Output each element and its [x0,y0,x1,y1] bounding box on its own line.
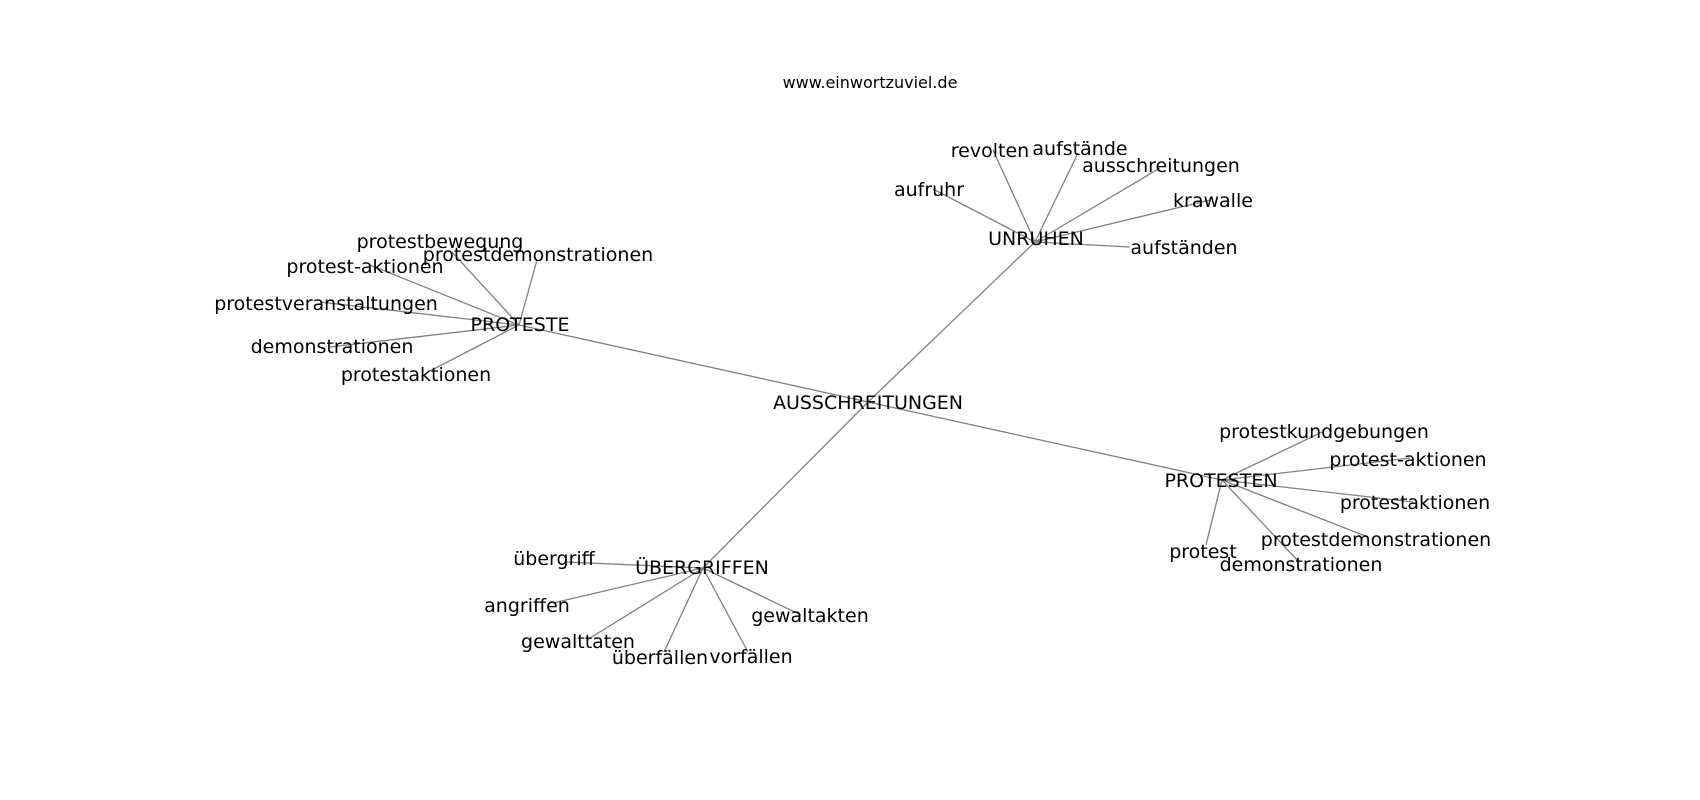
word-node-label: demonstrationen [1220,554,1383,576]
word-node-label: gewaltakten [751,605,869,627]
word-node-label: vorfällen [709,646,792,668]
edge-proteste-word [518,259,538,326]
edge-protesten-word [1221,479,1414,503]
edge-uebergriffen-word [663,567,704,653]
edge-unruhen-word [1034,199,1211,243]
word-node-label: aufruhr [894,179,964,201]
edge-uebergriffen-word [565,561,704,569]
edge-uebergriffen-word [702,567,749,653]
edge-proteste-word [329,324,520,348]
labels-layer: www.einwortzuviel.de AUSSCHREITUNGEN rev… [214,73,1491,669]
word-node-label: krawalle [1173,190,1253,212]
word-node-label: aufstände [1032,138,1127,160]
edge-unruhen-word [932,188,1036,243]
word-node-label: demonstrationen [251,336,414,358]
edges-layer [319,149,1414,653]
edge-center-proteste [518,324,869,403]
edge-unruhen-word [1034,167,1161,243]
edge-protesten-word [1205,479,1223,546]
word-node-label: protestdemonstrationen [423,244,653,266]
word-node-label: überfällen [612,647,708,669]
word-node-label: ausschreitungen [1082,155,1240,177]
edge-center-protesten [867,401,1223,481]
word-node-label: protestaktionen [341,364,491,386]
word-node-label: protest-aktionen [1329,449,1486,471]
edge-uebergriffen-word [702,567,802,616]
hub-node-label-protesten: PROTESTEN [1164,470,1277,492]
hub-node-label-unruhen: UNRUHEN [988,228,1084,250]
edge-proteste-word [369,264,520,326]
word-node-label: revolten [951,140,1029,162]
edge-proteste-word [451,251,520,326]
word-node-label: gewalttaten [521,631,635,653]
word-node-label: protestaktionen [1340,492,1490,514]
source-credit: www.einwortzuviel.de [783,73,958,92]
word-node-label: protestveranstaltungen [214,293,438,315]
edge-center-uebergriffen [702,401,869,569]
hub-node-label-proteste: PROTESTE [471,314,570,336]
edge-protesten-word [1221,479,1300,563]
hub-node-label-uebergriffen: ÜBERGRIFFEN [635,556,769,579]
edge-protesten-word [1221,457,1411,481]
edge-unruhen-word [1034,152,1079,243]
edge-proteste-word [427,324,520,373]
word-node-label: übergriff [513,548,595,570]
edge-uebergriffen-word [552,567,704,604]
edge-unruhen-word [992,149,1036,243]
word-node-label: protest-aktionen [286,256,443,278]
word-node-label: angriffen [484,595,570,617]
word-node-label: protest [1169,541,1237,563]
edge-protesten-word [1221,479,1369,538]
word-node-label: protestbewegung [357,231,524,253]
center-node-label: AUSSCHREITUNGEN [773,392,963,414]
edge-center-unruhen [867,241,1036,403]
word-node-label: aufständen [1130,237,1237,259]
word-node-label: protestkundgebungen [1219,421,1429,443]
edge-uebergriffen-word [586,567,704,641]
word-node-label: protestdemonstrationen [1261,529,1491,551]
edge-protesten-word [1221,431,1323,481]
edge-unruhen-word [1034,241,1131,248]
edge-proteste-word [319,301,520,326]
